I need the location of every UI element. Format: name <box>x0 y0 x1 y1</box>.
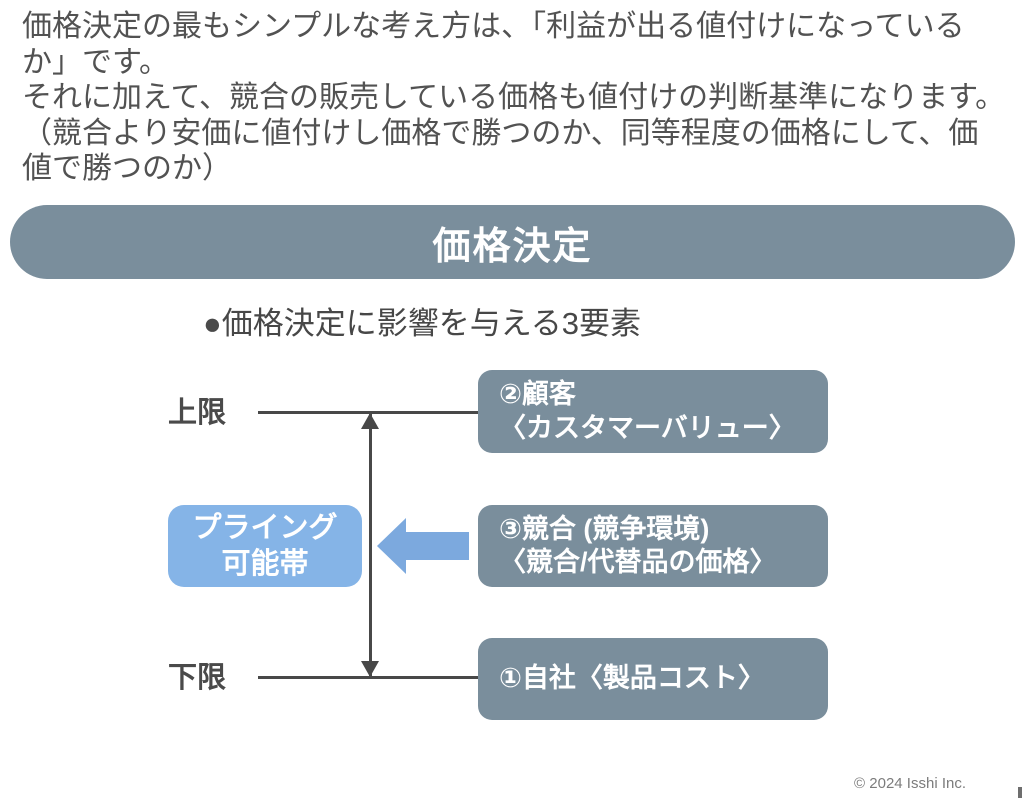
range-arrow-line <box>369 413 372 676</box>
lower-limit-line <box>258 676 479 679</box>
lower-limit-label: 下限 <box>168 662 227 694</box>
intro-line: （競合より安価に値付けし価格で勝つのか、同等程度の価格にして、価 <box>22 116 979 150</box>
factor-box-customer: ②顧客 〈カスタマーバリュー〉 <box>478 370 828 453</box>
intro-line: 値で勝つのか） <box>22 152 232 185</box>
intro-paragraph: 価格決定の最もシンプルな考え方は、「利益が出る値付けになっている か」です。 そ… <box>22 9 1012 187</box>
left-arrow-icon <box>377 518 406 574</box>
pricing-band-line2: 可能帯 <box>221 548 309 580</box>
section-heading: ●価格決定に影響を与える3要素 <box>203 306 641 342</box>
factor-competitor-line1: ③競合 (競争環境) <box>499 513 710 544</box>
factor-customer-line1: ②顧客 <box>499 379 576 409</box>
page-corner-fragment <box>1018 787 1022 798</box>
copyright-text: © 2024 Isshi Inc. <box>854 775 966 792</box>
factor-customer-line2: 〈カスタマーバリュー〉 <box>499 412 796 443</box>
intro-line: それに加えて、競合の販売している価格も値付けの判断基準になります。 <box>22 81 1006 114</box>
arrow-down-icon <box>361 661 379 677</box>
upper-limit-label: 上限 <box>168 397 227 429</box>
section-heading-text: 価格決定に影響を与える3要素 <box>221 306 642 341</box>
arrow-up-icon <box>361 413 379 429</box>
intro-line: 価格決定の最もシンプルな考え方は、「利益が出る値付けになっている <box>22 10 965 43</box>
factor-competitor-line2: 〈競合/代替品の価格〉 <box>499 547 777 577</box>
left-arrow-shaft <box>406 532 469 560</box>
banner-pricing-decision: 価格決定 <box>10 205 1015 279</box>
intro-line: か」です。 <box>22 45 169 79</box>
factor-company-line1: ①自社〈製品コスト〉 <box>499 663 765 694</box>
pricing-band-box: プライング 可能帯 <box>168 505 362 587</box>
factor-box-competitor: ③競合 (競争環境) 〈競合/代替品の価格〉 <box>478 505 828 587</box>
bullet-icon: ● <box>203 306 222 341</box>
banner-title: 価格決定 <box>432 225 593 268</box>
pricing-band-line1: プライング <box>192 512 338 544</box>
upper-limit-line <box>258 411 479 414</box>
factor-box-company: ①自社〈製品コスト〉 <box>478 638 828 720</box>
